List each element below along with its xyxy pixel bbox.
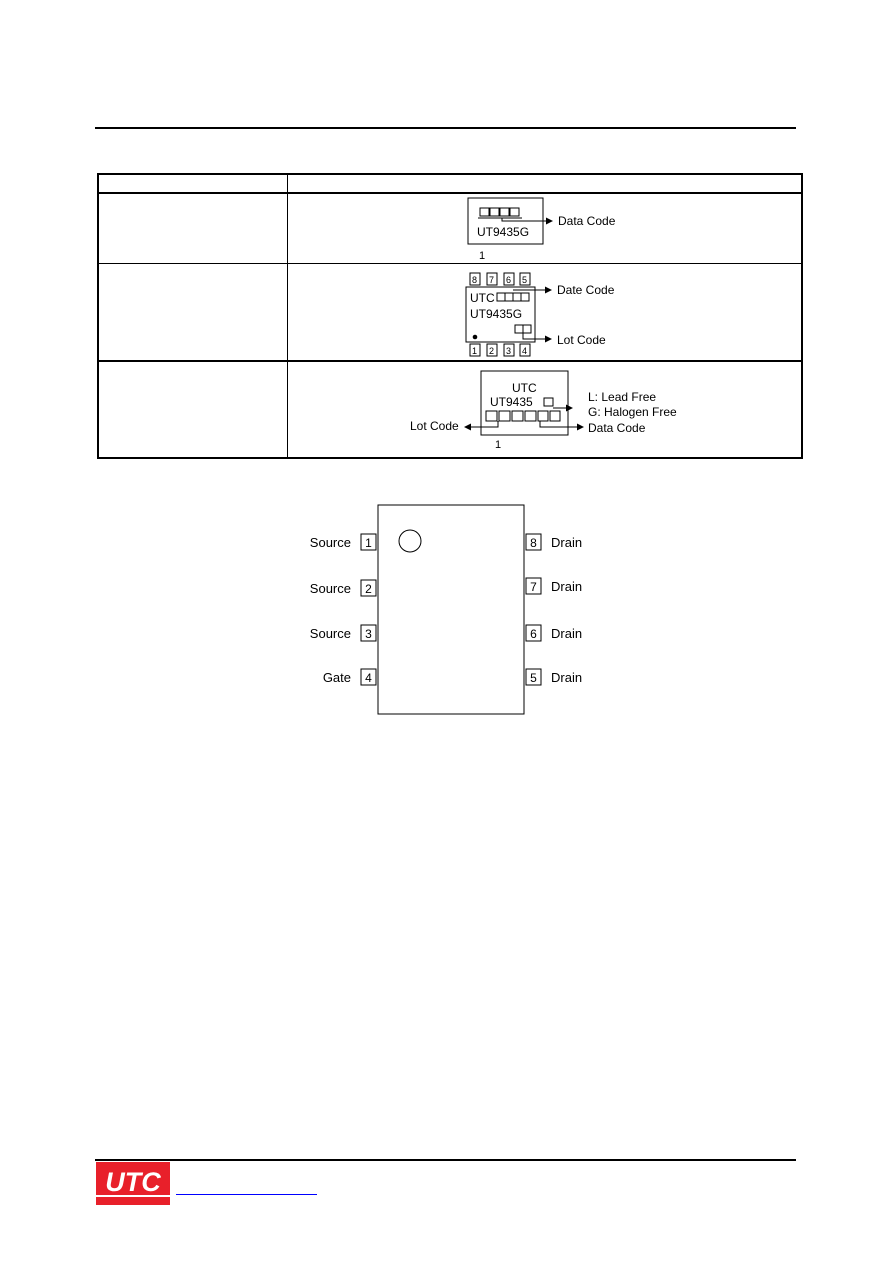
left-pin-1: 1 Source bbox=[310, 533, 377, 551]
svg-text:Drain: Drain bbox=[551, 626, 582, 641]
right-pin-7: 7 Drain bbox=[525, 577, 582, 595]
table-row-divider bbox=[99, 360, 801, 362]
logo-text: UTC bbox=[105, 1167, 161, 1197]
callout-lot-code: Lot Code bbox=[410, 419, 459, 433]
top-pin-5: 5 bbox=[522, 275, 527, 285]
callout-lot-code: Lot Code bbox=[557, 333, 606, 347]
pinout-diagram: 1 Source 2 Source 3 Source 4 Gate 8 Drai… bbox=[310, 504, 582, 715]
svg-text:Source: Source bbox=[310, 535, 351, 550]
callout-data-code: Data Code bbox=[588, 421, 646, 435]
top-pin-6: 6 bbox=[506, 275, 511, 285]
svg-text:4: 4 bbox=[365, 671, 372, 685]
footer-rule bbox=[95, 1159, 796, 1161]
svg-text:2: 2 bbox=[365, 582, 372, 596]
code-boxes bbox=[479, 207, 520, 217]
marking-drawings: UT9435G Data Code 1 8 7 6 5 1 2 3 4 UTC … bbox=[410, 197, 677, 451]
marking-chip-row2: 8 7 6 5 1 2 3 4 UTC UT9435G Date Code Lo… bbox=[465, 272, 615, 357]
svg-text:1: 1 bbox=[365, 536, 372, 550]
utc-logo: UTC bbox=[96, 1162, 170, 1205]
header-rule bbox=[95, 127, 796, 129]
table-header-divider bbox=[99, 192, 801, 194]
svg-text:Drain: Drain bbox=[551, 535, 582, 550]
svg-text:8: 8 bbox=[530, 536, 537, 550]
bottom-pin-4: 4 bbox=[522, 346, 527, 356]
bottom-pin-3: 3 bbox=[506, 346, 511, 356]
pin-one-dot bbox=[472, 334, 478, 340]
pin-one-label: 1 bbox=[479, 250, 485, 262]
svg-text:3: 3 bbox=[365, 627, 372, 641]
right-pin-6: 6 Drain bbox=[525, 624, 582, 642]
pin-one-label: 1 bbox=[495, 439, 501, 451]
svg-text:Drain: Drain bbox=[551, 579, 582, 594]
svg-text:Source: Source bbox=[310, 581, 351, 596]
right-pin-8: 8 Drain bbox=[525, 533, 582, 551]
marking-chip-row1: UT9435G Data Code 1 bbox=[467, 197, 616, 262]
table-column-divider bbox=[287, 175, 288, 457]
ic-body bbox=[377, 504, 525, 715]
chip-brand: UTC bbox=[470, 291, 495, 305]
marking-chip-row3: UTC UT9435 L: Lead Free G: Halogen Free … bbox=[410, 370, 677, 451]
svg-text:Source: Source bbox=[310, 626, 351, 641]
left-pin-4: 4 Gate bbox=[323, 668, 377, 686]
callout-data-code: Data Code bbox=[558, 214, 616, 228]
pin-one-marker bbox=[398, 529, 422, 553]
bottom-pin-2: 2 bbox=[489, 346, 494, 356]
chip-part-number: UT9435 bbox=[490, 395, 533, 409]
left-pin-2: 2 Source bbox=[310, 579, 377, 597]
svg-text:6: 6 bbox=[530, 627, 537, 641]
chip-part-number: UT9435G bbox=[470, 307, 522, 321]
svg-text:Drain: Drain bbox=[551, 670, 582, 685]
chip-brand: UTC bbox=[512, 381, 537, 395]
top-pin-8: 8 bbox=[472, 275, 477, 285]
top-pin-7: 7 bbox=[489, 275, 494, 285]
left-pin-3: 3 Source bbox=[310, 624, 377, 642]
website-link[interactable] bbox=[176, 1194, 317, 1195]
callout-lead-free: L: Lead Free bbox=[588, 390, 656, 404]
right-pin-5: 5 Drain bbox=[525, 668, 582, 686]
svg-text:7: 7 bbox=[530, 580, 537, 594]
bottom-pin-1: 1 bbox=[472, 346, 477, 356]
marking-table bbox=[97, 173, 803, 459]
callout-halogen-free: G: Halogen Free bbox=[588, 405, 677, 419]
callout-date-code: Date Code bbox=[557, 283, 615, 297]
table-row-divider bbox=[99, 263, 801, 264]
svg-text:Gate: Gate bbox=[323, 670, 351, 685]
chip-part-number: UT9435G bbox=[477, 225, 529, 239]
svg-text:5: 5 bbox=[530, 671, 537, 685]
